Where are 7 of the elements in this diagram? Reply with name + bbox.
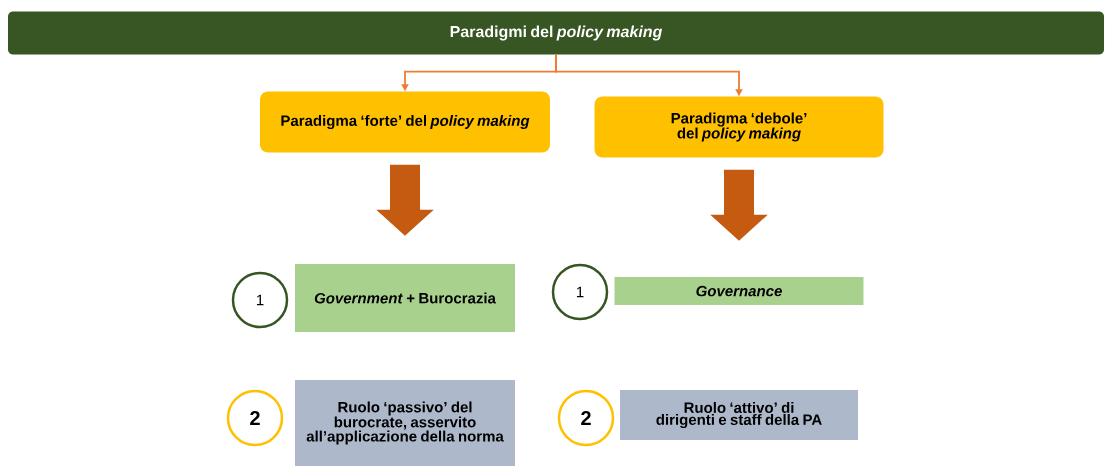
content-box: Government + Burocrazia: [295, 264, 515, 332]
paradigm-box: Paradigma ‘forte’ del policy making: [260, 91, 550, 153]
content-box: Ruolo ‘attivo’ di dirigenti e staff della PA: [620, 390, 858, 440]
content-box: Ruolo ‘passivo’ del burocrate, asservito all’applicazione della norma: [295, 380, 515, 466]
title-bar: Paradigmi del policy making: [8, 11, 1104, 55]
paradigm-box: Paradigma ‘debole’ del policy making: [594, 96, 884, 158]
content-box: Governance: [614, 277, 864, 305]
